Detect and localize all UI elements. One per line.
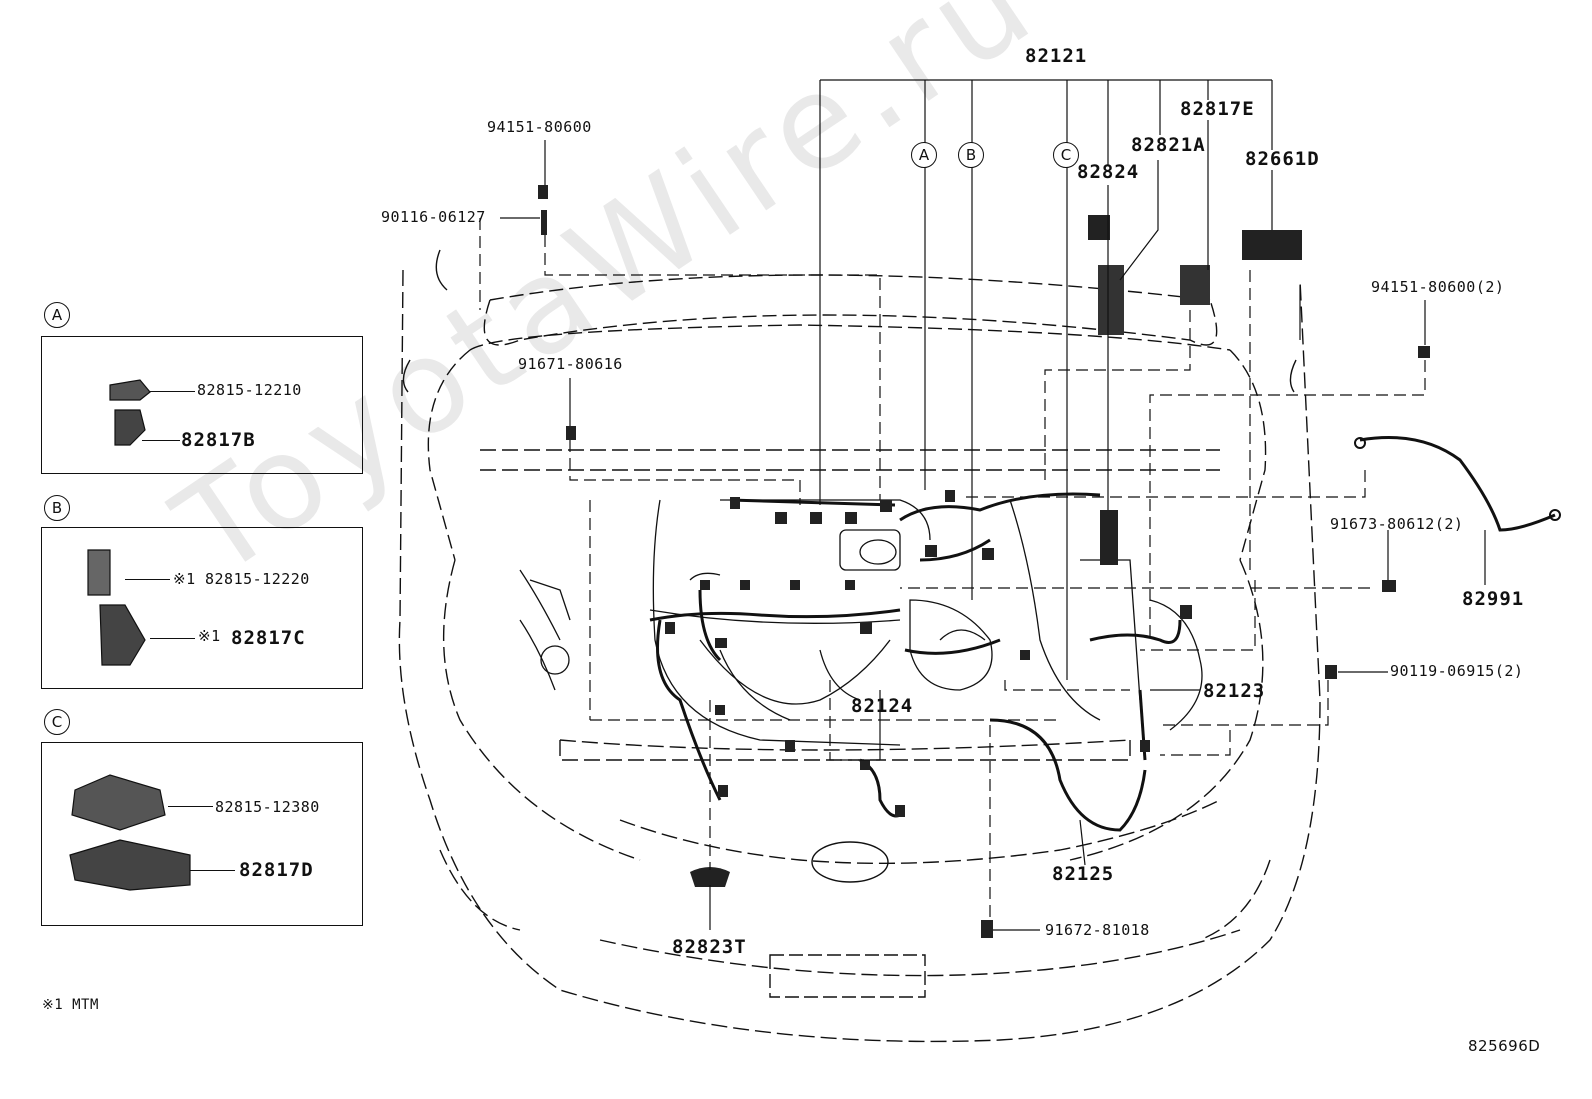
panel-b-item2: 82817C bbox=[231, 627, 306, 649]
label-90119-06915: 90119-06915(2) bbox=[1390, 662, 1524, 680]
label-82991: 82991 bbox=[1462, 588, 1525, 610]
connectors bbox=[538, 185, 1430, 938]
panel-a-tag: A bbox=[44, 302, 70, 328]
panel-b-tag: B bbox=[44, 495, 70, 521]
panel-c-item1: 82815-12380 bbox=[215, 798, 320, 816]
panel-c-leader-2 bbox=[190, 870, 235, 871]
label-82661d: 82661D bbox=[1245, 148, 1320, 170]
callout-b: B bbox=[958, 142, 984, 168]
label-91672-81018: 91672-81018 bbox=[1045, 921, 1150, 939]
panel-c bbox=[41, 742, 363, 926]
callout-c: C bbox=[1053, 142, 1079, 168]
license-plate bbox=[769, 954, 926, 998]
panel-a-item1: 82815-12210 bbox=[197, 381, 302, 399]
panel-b-leader-1 bbox=[125, 579, 170, 580]
wire-harness bbox=[649, 436, 1556, 832]
panel-c-item2: 82817D bbox=[239, 859, 314, 881]
label-91673-80612: 91673-80612(2) bbox=[1330, 515, 1464, 533]
label-90116-06127: 90116-06127 bbox=[381, 208, 486, 226]
engine-block bbox=[519, 499, 1203, 746]
label-82125: 82125 bbox=[1052, 863, 1115, 885]
panel-b-leader-2 bbox=[150, 638, 195, 639]
label-94151-80600-right: 94151-80600(2) bbox=[1371, 278, 1505, 296]
panel-a-leader-2 bbox=[142, 440, 180, 441]
label-82124: 82124 bbox=[851, 695, 914, 717]
footnote-mtm: ※1 MTM bbox=[42, 997, 99, 1013]
label-94151-80600-top: 94151-80600 bbox=[487, 118, 592, 136]
front-emblem bbox=[811, 841, 889, 883]
callout-a: A bbox=[911, 142, 937, 168]
guide-lines bbox=[479, 218, 1426, 920]
panel-b bbox=[41, 527, 363, 689]
part-82121-label: 82121 bbox=[1025, 45, 1088, 67]
body-outline bbox=[398, 269, 1321, 1043]
panel-a bbox=[41, 336, 363, 474]
panel-c-tag: C bbox=[44, 709, 70, 735]
diagram-id: 825696D bbox=[1468, 1037, 1541, 1055]
panel-c-leader-1 bbox=[168, 806, 213, 807]
panel-b-item1: 82815-12220 bbox=[205, 570, 310, 588]
panel-b-item2-mark: ※1 bbox=[198, 627, 221, 645]
label-82123: 82123 bbox=[1203, 680, 1266, 702]
leader-lines bbox=[500, 79, 1486, 931]
label-82823t: 82823T bbox=[672, 936, 747, 958]
panel-part-drawings bbox=[69, 379, 191, 891]
panel-a-item2: 82817B bbox=[181, 429, 256, 451]
label-82817e: 82817E bbox=[1180, 98, 1255, 120]
panel-a-leader-1 bbox=[150, 391, 195, 392]
panel-b-item1-mark: ※1 bbox=[173, 570, 196, 588]
label-91671-80616: 91671-80616 bbox=[518, 355, 623, 373]
label-82821a: 82821A bbox=[1131, 134, 1206, 156]
label-82824: 82824 bbox=[1077, 161, 1140, 183]
